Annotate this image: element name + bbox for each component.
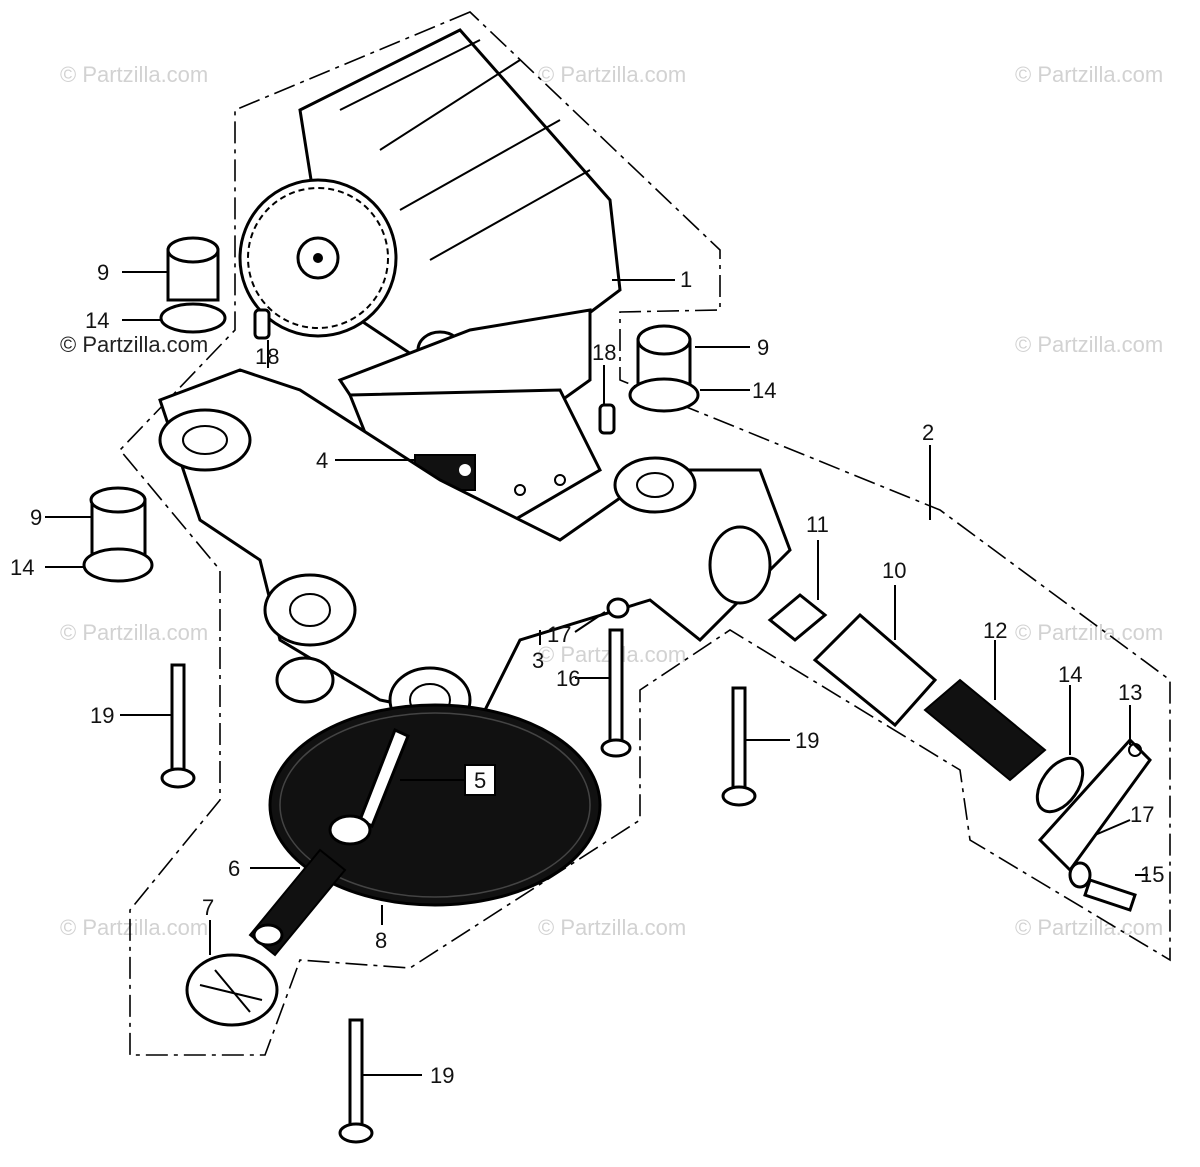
strainer-bolt xyxy=(328,727,410,846)
callout-17: 17 xyxy=(1130,802,1154,827)
watermark: © Partzilla.com xyxy=(1015,62,1163,87)
callout-6: 6 xyxy=(228,856,240,881)
callout-7: 7 xyxy=(202,895,214,920)
callout-14: 14 xyxy=(10,555,34,580)
callout-19: 19 xyxy=(90,703,114,728)
callout-3: 3 xyxy=(532,648,544,673)
relief-valve-plunger xyxy=(767,593,828,642)
watermark: © Partzilla.com xyxy=(538,62,686,87)
callout-14: 14 xyxy=(1058,662,1082,687)
callout-14: 14 xyxy=(752,378,776,403)
bolt-19-left xyxy=(160,663,196,789)
watermark: © Partzilla.com xyxy=(1015,915,1163,940)
callout-9: 9 xyxy=(30,505,42,530)
callout-9: 9 xyxy=(757,335,769,360)
relief-valve-bolt xyxy=(1068,861,1137,912)
callout-17: 17 xyxy=(547,622,571,647)
strainer-cap xyxy=(185,953,279,1027)
watermark: © Partzilla.com xyxy=(60,620,208,645)
oil-strainer-screen xyxy=(268,703,602,907)
callout-9: 9 xyxy=(97,260,109,285)
callout-19: 19 xyxy=(430,1063,454,1088)
callout-5-box xyxy=(464,764,496,796)
bushing-left-top xyxy=(159,236,227,334)
relief-valve-sleeve xyxy=(812,612,938,728)
bushing-right xyxy=(628,324,700,413)
callout-18: 18 xyxy=(255,344,279,369)
bolt-19-right xyxy=(721,686,757,807)
dowel-pins xyxy=(253,308,616,435)
assembly-outline xyxy=(118,11,1171,1056)
callouts: 1 2 3 4 5 6 7 8 9 9 9 10 11 12 13 14 14 … xyxy=(10,260,1164,1088)
watermarks: © Partzilla.com © Partzilla.com © Partzi… xyxy=(60,62,1163,940)
callout-16: 16 xyxy=(556,666,580,691)
callout-1: 1 xyxy=(680,267,692,292)
watermark: © Partzilla.com xyxy=(1015,620,1163,645)
callout-2: 2 xyxy=(922,420,934,445)
relief-valve-o-ring xyxy=(1035,756,1085,814)
strainer-spring xyxy=(248,848,347,957)
callout-19: 19 xyxy=(795,728,819,753)
callout-11: 11 xyxy=(806,512,829,537)
relief-valve-cover-plate xyxy=(1037,737,1152,873)
watermark: © Partzilla.com xyxy=(60,915,208,940)
watermark: © Partzilla.com xyxy=(60,332,208,357)
watermark: © Partzilla.com xyxy=(538,915,686,940)
pump-body xyxy=(158,368,792,734)
callout-4: 4 xyxy=(316,448,328,473)
callout-15: 15 xyxy=(1140,862,1164,887)
bolt-19-bottom xyxy=(338,1018,374,1144)
callout-13: 13 xyxy=(1118,680,1142,705)
callout-14: 14 xyxy=(85,308,109,333)
bushing-left-bottom xyxy=(82,486,154,583)
callout-5: 5 xyxy=(474,768,486,793)
washer xyxy=(606,597,630,619)
relief-valve-spring xyxy=(923,678,1047,782)
callout-12: 12 xyxy=(983,618,1007,643)
leader-lines xyxy=(45,271,1148,1076)
watermark: © Partzilla.com xyxy=(1015,332,1163,357)
callout-18: 18 xyxy=(592,340,616,365)
callout-8: 8 xyxy=(375,928,387,953)
watermark: © Partzilla.com xyxy=(60,62,208,87)
pump-gear-assembly xyxy=(238,28,622,442)
bolt-16 xyxy=(600,628,632,758)
callout-10: 10 xyxy=(882,558,906,583)
